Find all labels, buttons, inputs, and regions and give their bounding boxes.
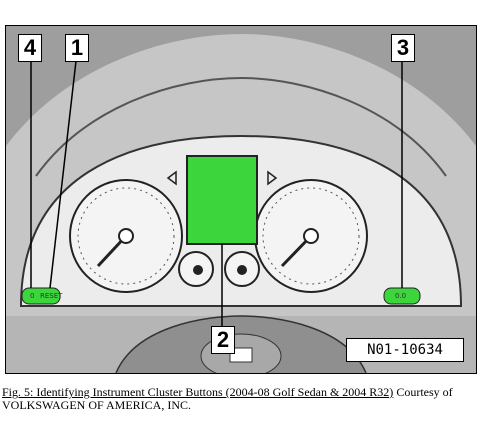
fuel-gauge <box>224 251 260 287</box>
figure-caption: Fig. 5: Identifying Instrument Cluster B… <box>2 386 480 412</box>
caption-credit-company: VOLKSWAGEN OF AMERICA, INC. <box>2 398 192 412</box>
left-button-reset-label: RESET <box>40 292 63 300</box>
caption-title: Fig. 5: Identifying Instrument Cluster B… <box>2 385 394 399</box>
left-button-zero-label: 0 <box>30 292 35 300</box>
reference-code: N01-10634 <box>346 338 464 362</box>
multifunction-display <box>186 155 258 245</box>
dashboard-hood <box>6 26 476 146</box>
left-buttons-highlight <box>21 287 61 305</box>
hood-outline <box>35 76 447 177</box>
right-turn-arrow-icon <box>267 170 278 186</box>
instrument-cluster-drawing <box>6 26 476 373</box>
coolant-temperature-gauge <box>178 251 214 287</box>
left-turn-arrow-icon <box>166 170 177 186</box>
callout-1: 1 <box>65 34 89 62</box>
right-button-label: 0.0 <box>395 292 407 300</box>
callout-4: 4 <box>18 34 42 62</box>
leader-line-1 <box>49 60 77 289</box>
speedometer-gauge <box>254 179 368 293</box>
instrument-cluster-figure: 0 RESET 0.0 4 1 3 2 N01-10634 <box>5 25 477 374</box>
caption-credit: Courtesy of <box>393 385 453 399</box>
steering-badge <box>229 347 253 363</box>
tachometer-gauge <box>69 179 183 293</box>
callout-2: 2 <box>211 326 235 354</box>
callout-3: 3 <box>391 34 415 62</box>
